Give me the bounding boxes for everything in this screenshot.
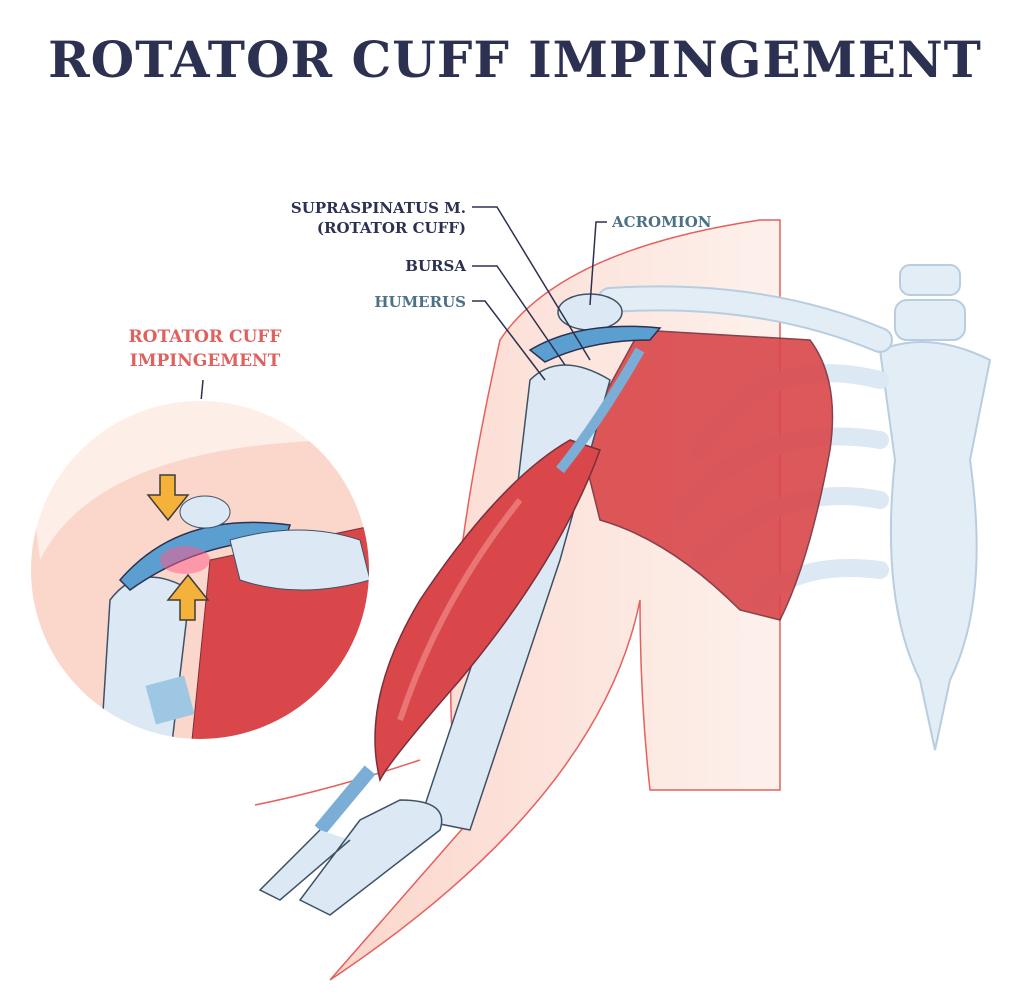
compression-arrow-down: [146, 474, 190, 522]
label-supraspinatus: SUPRASPINATUS M. (ROTATOR CUFF): [286, 198, 466, 238]
label-supraspinatus-line2: (ROTATOR CUFF): [316, 219, 466, 237]
label-supraspinatus-line1: SUPRASPINATUS M.: [290, 199, 466, 217]
forearm-bones: [258, 799, 443, 916]
label-bursa: BURSA: [405, 257, 466, 275]
bursa: [528, 325, 662, 363]
scapula-muscle: [579, 329, 834, 621]
page-title: ROTATOR CUFF IMPINGEMENT: [48, 30, 982, 89]
biceps-muscle: [374, 439, 601, 783]
label-inset-impingement: ROTATOR CUFF IMPINGEMENT: [110, 325, 300, 373]
inset-circle: [30, 400, 370, 740]
compression-arrow-up: [166, 573, 210, 621]
label-acromion: ACROMION: [612, 213, 712, 231]
spine-sternum: [878, 264, 992, 751]
label-humerus: HUMERUS: [374, 293, 466, 311]
label-inset-line2: IMPINGEMENT: [129, 351, 281, 371]
label-inset-line1: ROTATOR CUFF: [128, 327, 282, 347]
